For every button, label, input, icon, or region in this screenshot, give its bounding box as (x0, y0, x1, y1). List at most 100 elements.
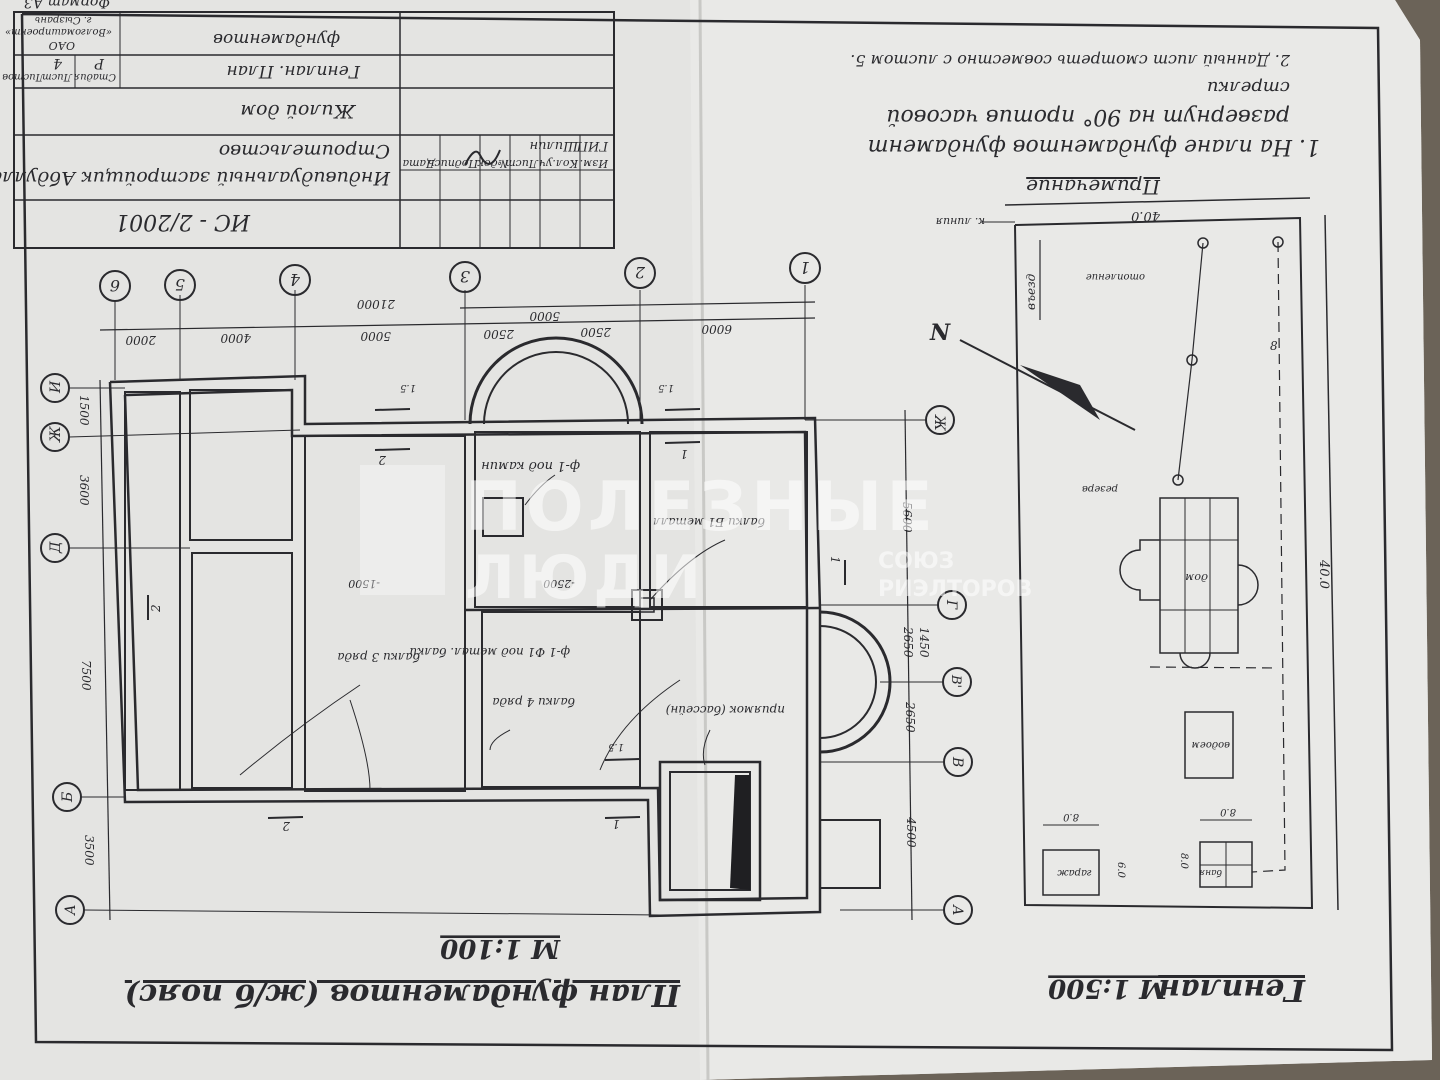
signature-icon (464, 149, 501, 166)
tb-code: ИС - 2/2001 (115, 209, 251, 234)
dim-line-right (904, 409, 913, 921)
dim-top-4: 5000 (360, 329, 391, 343)
dim-left-2: 3600 (77, 475, 91, 506)
axes-right: Ж Г В' В А (805, 405, 973, 925)
section-15a: 1.5 (658, 382, 674, 393)
genplan-dim-6: 6.0 (1115, 862, 1126, 879)
section-2a: 2 (378, 453, 387, 467)
axis-right-g: Г (943, 599, 959, 610)
dim-left-4: 3500 (82, 835, 96, 866)
section-15c: 1.5 (608, 741, 624, 752)
tb-sheet-value: 4 (53, 55, 63, 71)
tb-client-line2: Строительство (219, 140, 390, 162)
tb-col-doc: №док (477, 157, 509, 170)
label-level2: -2500 (543, 577, 575, 590)
genplan-red-line: к. линия (936, 215, 985, 228)
tb-org-line1: ОАО (49, 39, 75, 52)
dim-right-5: 4500 (904, 816, 918, 848)
north-arrow-icon (959, 339, 1136, 431)
tb-col-izm: Изм. (580, 157, 609, 170)
label-level1: -1500 (348, 577, 380, 590)
notes-line4: 2. Данный лист смотреть совместно с лист… (850, 51, 1291, 70)
foundation-walls (108, 336, 892, 918)
tb-stage-label: Стадия (74, 71, 117, 82)
axis-left-b: Б (60, 792, 76, 803)
dim-top-5: 4000 (220, 331, 252, 345)
paper-right-half (690, 0, 1432, 1080)
genplan-dim-side: 40.0 (1316, 559, 1331, 589)
label-beams3: балки 3 ряда (337, 650, 420, 664)
section-2b: 2 (282, 819, 291, 833)
genplan-bath-label: баня (1199, 867, 1222, 878)
axis-top-6: 6 (110, 276, 120, 295)
pool-shadow (730, 775, 750, 890)
axis-left-i: И (48, 380, 64, 394)
genplan-dim-top: 40.0 (1131, 208, 1161, 223)
axis-top-1: 1 (800, 258, 810, 277)
genplan-dim-8c: 8.0 (1178, 853, 1189, 870)
axis-right-v: В (949, 756, 965, 767)
genplan-entry: въезд (1024, 273, 1038, 310)
genplan-dim-8b: 8.0 (1219, 806, 1236, 817)
axis-left-zh: Ж (48, 425, 64, 443)
genplan-pool (1184, 711, 1234, 779)
genplan-fence-label: 8 (1270, 339, 1278, 353)
axis-left-a: А (63, 904, 79, 916)
dim-total: 21000 (356, 297, 396, 311)
axis-top-5: 5 (175, 275, 185, 294)
tb-sheet-title2: фундаментов (213, 29, 340, 49)
watermark-line3: СОЮЗ (878, 549, 954, 574)
tb-col-sign: Подпись (428, 157, 479, 170)
fireplace-footing (482, 497, 524, 537)
watermark-logo-icon (360, 465, 445, 595)
tb-col-date: Дата (403, 157, 437, 170)
axis-right-a: А (949, 904, 965, 916)
dim-top-1: 6000 (701, 322, 732, 336)
genplan-dim-top-line (1004, 197, 1311, 206)
tb-gip-name: Шилин (530, 138, 579, 153)
notes-line1: 1. На плане фундаментов фундамент (868, 134, 1320, 159)
section-2c: 2 (149, 604, 163, 613)
axis-top-4: 4 (290, 270, 301, 289)
plan-scale: М 1:100 (440, 933, 561, 963)
genplan-dim-8a: 8.0 (1062, 811, 1079, 822)
genplan: 40.0 40.0 к. линия въезд 8 отопление рез… (929, 197, 1339, 1007)
label-fireplace: ф-1 под камин (481, 458, 580, 473)
genplan-reserve: резерв (1082, 483, 1118, 494)
title-block: Изм. Кол.уч Лист №док Подпись Дата ГИП Ш… (0, 0, 615, 249)
genplan-house: дом (1119, 497, 1259, 669)
genplan-fence (1251, 241, 1286, 873)
genplan-fence-2 (1149, 666, 1279, 669)
genplan-dim-side-line (1324, 214, 1339, 911)
dim-left-3: 7500 (79, 660, 93, 691)
dim-right-3: 1450 (917, 627, 931, 658)
dim-line-left (99, 379, 111, 921)
tb-format: Формат А3 (24, 0, 110, 10)
section-1c: 1 (828, 556, 842, 564)
tb-stage-value: Р (94, 55, 105, 71)
dim-right-1: 5600 (900, 502, 914, 533)
genplan-garage-label: гараж (1057, 867, 1092, 878)
dim-left-1: 1500 (77, 395, 91, 426)
genplan-gas: отопление (1086, 271, 1145, 282)
plan-title: План фундаментов (ж/б пояс) (125, 977, 681, 1012)
genplan-title: Генплан (1158, 972, 1306, 1007)
genplan-house-label: дом (1185, 571, 1208, 584)
dim-line-top (99, 317, 816, 331)
section-1a: 1 (680, 447, 688, 461)
watermark: ПОЛЕЗНЫЕ ЛЮДИ СОЮЗ РИЭЛТОРОВ (360, 465, 1032, 613)
axis-right-zh: Ж (931, 414, 947, 432)
axis-top-2: 2 (635, 263, 646, 282)
notes-block: Примечание 1. На плане фундаментов фунда… (850, 51, 1320, 199)
genplan-site-boundary (1014, 216, 1314, 910)
tb-col-kol: Кол.уч (539, 157, 579, 170)
tb-gip-label: ГИП (576, 138, 609, 153)
tb-org-line3: г. Сызрань (35, 14, 92, 25)
tb-sheet-title1: Генплан. План (227, 61, 361, 81)
axis-left-d: Д (48, 541, 64, 554)
axes-top: 1 2 3 4 5 6 (99, 252, 821, 420)
tb-org-line2: «Волгомашпроект» (5, 26, 112, 37)
watermark-line2: ЛЮДИ (465, 543, 705, 613)
